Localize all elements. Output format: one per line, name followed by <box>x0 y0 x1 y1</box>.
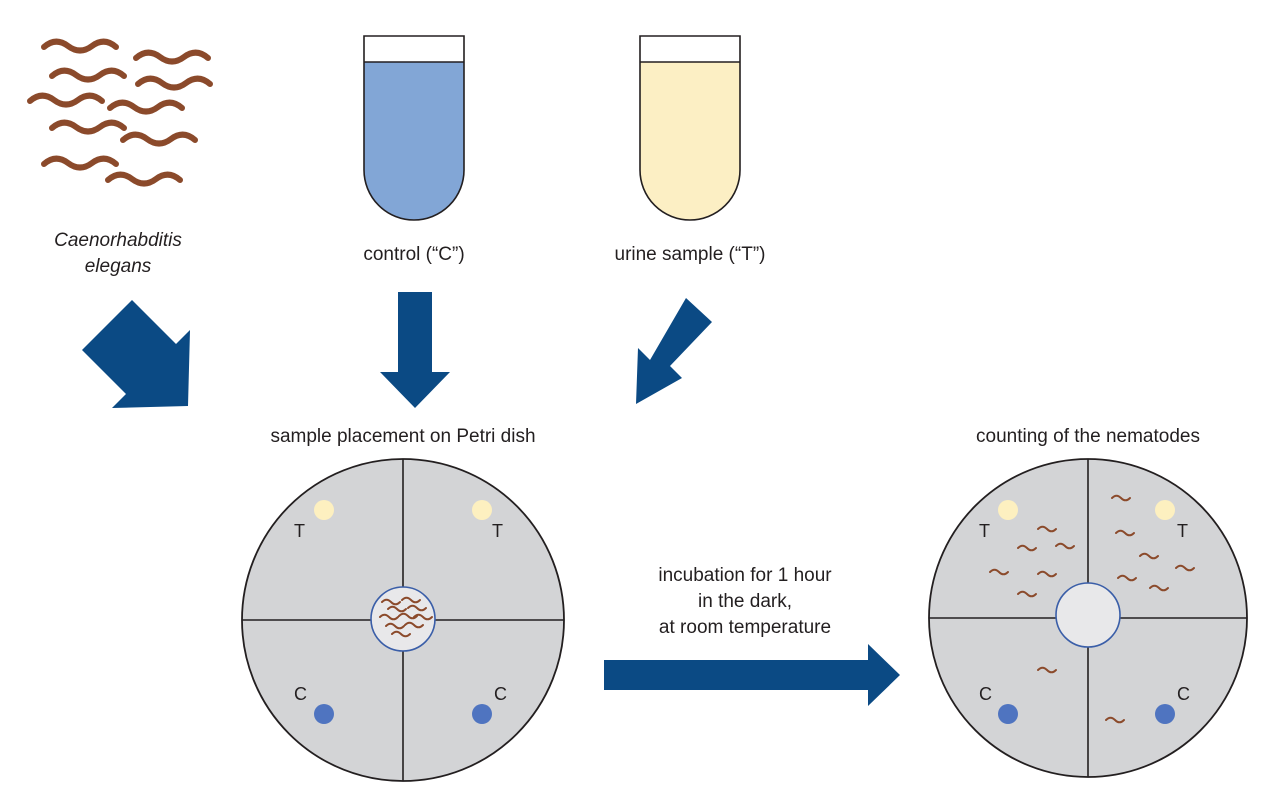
incubation-line1: incubation for 1 hour <box>658 565 832 586</box>
test-spot <box>314 500 334 520</box>
dish-letter-test: T <box>294 521 305 541</box>
counting-label: counting of the nematodes <box>976 426 1200 447</box>
dish-letter-control: C <box>294 684 307 704</box>
incubation-line3: at room temperature <box>658 617 832 638</box>
organism-label: Caenorhabditis elegans <box>38 228 198 280</box>
urine-label: urine sample (“T”) <box>614 244 766 265</box>
arrow-control-to-dish <box>380 292 450 408</box>
dish-letter-control: C <box>494 684 507 704</box>
nematode-cluster <box>30 42 210 184</box>
test-spot <box>1155 500 1175 520</box>
control-label: control (“C”) <box>363 244 465 265</box>
control-spot <box>314 704 334 724</box>
incubation-label: incubation for 1 hour in the dark, at ro… <box>600 563 890 641</box>
dish-letter-control: C <box>1177 684 1190 704</box>
urine-tube <box>639 35 741 221</box>
control-tube <box>363 35 465 221</box>
dish-letter-test: T <box>979 521 990 541</box>
dish-letter-test: T <box>1177 521 1188 541</box>
test-spot <box>998 500 1018 520</box>
control-spot <box>1155 704 1175 724</box>
dish-letter-control: C <box>979 684 992 704</box>
dish-letter-test: T <box>492 521 503 541</box>
organism-label-line2: elegans <box>84 256 152 277</box>
arrow-urine-to-dish <box>636 298 712 404</box>
control-spot <box>998 704 1018 724</box>
test-spot <box>472 500 492 520</box>
petri-dish-before <box>241 458 565 782</box>
arrow-incubation <box>604 644 900 706</box>
incubation-line2: in the dark, <box>698 591 792 612</box>
placement-label: sample placement on Petri dish <box>270 426 536 447</box>
organism-label-line1: Caenorhabditis <box>54 230 182 251</box>
control-spot <box>472 704 492 724</box>
petri-dish-after <box>928 458 1248 778</box>
arrow-worms-to-dish <box>82 300 190 408</box>
